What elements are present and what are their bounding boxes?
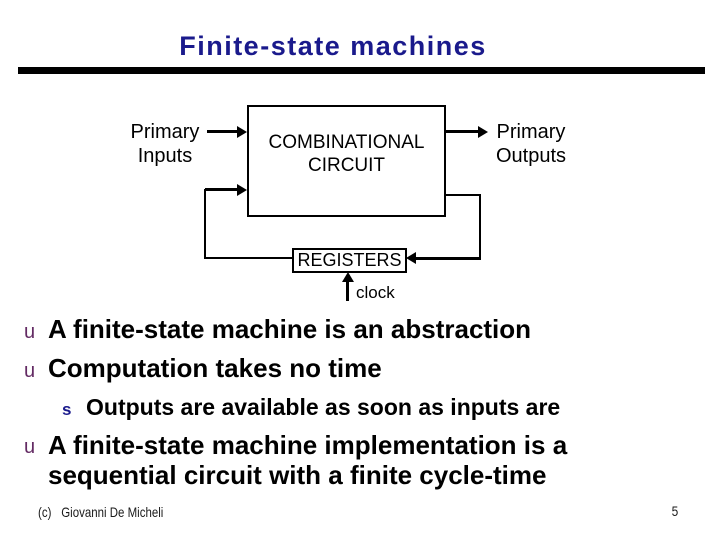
bullet-text: A finite-state machine is an abstraction xyxy=(48,314,532,344)
primary-inputs-line2: Inputs xyxy=(137,145,193,167)
registers-label: REGISTERS xyxy=(297,250,402,270)
slide-title: Finite-state machines xyxy=(179,31,487,61)
input-arrow-head xyxy=(237,126,247,138)
feedback-right-vertical-wire xyxy=(479,194,481,259)
bullet-text: A finite-state machine implementation is… xyxy=(48,430,568,490)
bullet-text: Computation takes no time xyxy=(48,353,382,383)
primary-outputs-line1: Primary xyxy=(496,121,566,143)
feedback-arrow-shaft xyxy=(205,188,237,191)
title-underline-rule xyxy=(18,67,705,74)
registers-arrow-shaft xyxy=(415,257,481,260)
clock-label: clock xyxy=(356,283,395,302)
primary-outputs-line2: Outputs xyxy=(495,145,567,167)
input-arrow-shaft xyxy=(207,130,238,133)
combinational-box-line2: CIRCUIT xyxy=(307,155,386,176)
clock-arrow-shaft xyxy=(346,280,349,301)
feedback-arrow-head xyxy=(237,184,247,196)
sub-bullet-marker: s xyxy=(62,400,72,419)
primary-outputs-label: Primary Outputs xyxy=(481,120,581,168)
feedback-left-vertical-wire xyxy=(204,189,206,259)
bullet-marker: u xyxy=(24,360,36,382)
combinational-circuit-box: COMBINATIONAL CIRCUIT xyxy=(247,105,446,217)
registers-box: REGISTERS xyxy=(292,248,407,273)
combinational-box-line1: COMBINATIONAL xyxy=(268,132,425,153)
bullet-marker: u xyxy=(24,436,36,458)
output-arrow-shaft xyxy=(446,130,478,133)
sub-bullet-text: Outputs are available as soon as inputs … xyxy=(86,394,561,420)
page-number: 5 xyxy=(671,503,679,519)
primary-inputs-line1: Primary xyxy=(130,121,200,143)
output-arrow-head xyxy=(478,126,488,138)
bullet-marker: u xyxy=(24,321,36,343)
feedback-bottom-left-wire xyxy=(204,257,293,259)
output-branch-wire xyxy=(446,194,480,196)
primary-inputs-label: Primary Inputs xyxy=(115,120,215,168)
copyright-mark: (c) xyxy=(38,504,52,520)
registers-arrow-head xyxy=(406,252,416,264)
author-name: Giovanni De Micheli xyxy=(61,504,164,520)
footer: (c) Giovanni De Micheli xyxy=(38,504,163,520)
clock-arrow-head xyxy=(342,272,354,282)
